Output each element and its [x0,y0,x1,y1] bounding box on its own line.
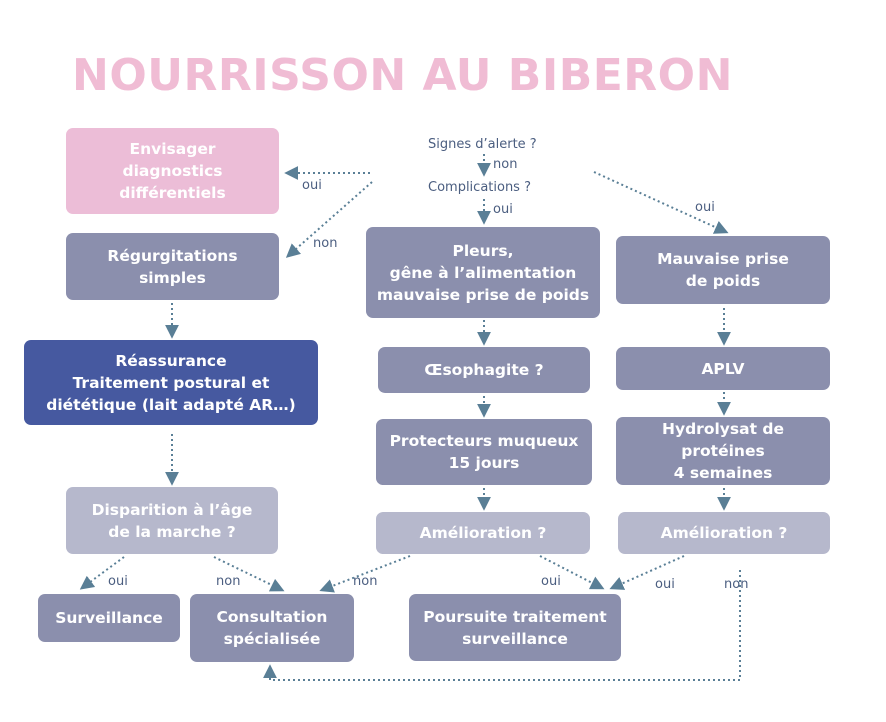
node-protecteurs-muqueux: Protecteurs muqueux 15 jours [376,419,592,485]
label-oui-envisager: oui [302,178,322,193]
node-mauvaise-prise-poids: Mauvaise prise de poids [616,236,830,304]
arrow-amelioration-1-to-consultation [319,555,411,593]
node-pleurs-gene: Pleurs, gêne à l’alimentation mauvaise p… [366,227,600,318]
node-oesophagite: Œsophagite ? [378,347,590,393]
label-non-regurgitations: non [313,236,338,251]
arrow-disparition-to-surveillance [79,556,125,590]
label-non-disparition: non [216,574,241,589]
node-poursuite-traitement: Poursuite traitement surveillance [409,594,621,661]
node-regurgitations-simples: Régurgitations simples [66,233,279,300]
label-oui-surveillance: oui [108,574,128,589]
label-oui-mauvaise-prise: oui [695,200,715,215]
node-reassurance: Réassurance Traitement postural et diété… [24,340,318,425]
label-oui-complications: oui [493,202,513,217]
node-consultation-specialisee: Consultation spécialisée [190,594,354,662]
node-amelioration-1: Amélioration ? [376,512,590,554]
question-complications: Complications ? [428,180,531,195]
arrow-amelioration-2-to-consultation [263,570,741,681]
node-disparition-marche: Disparition à l’âge de la marche ? [66,487,278,554]
node-amelioration-2: Amélioration ? [618,512,830,554]
diagram-title: NOURRISSON AU BIBERON [72,50,733,101]
label-non-amelioration-1: non [353,574,378,589]
node-aplv: APLV [616,347,830,390]
arrow-amelioration-2-to-poursuite [609,555,685,590]
label-non-amelioration-2: non [724,577,749,592]
label-non-signes: non [493,157,518,172]
arrow-to-regurgitations [285,181,373,258]
arrow-amelioration-1-to-poursuite [539,555,605,590]
node-hydrolysat-proteines: Hydrolysat de protéines 4 semaines [616,417,830,485]
label-oui-amelioration-1: oui [541,574,561,589]
node-envisager-diagnostics: Envisager diagnostics différentiels [66,128,279,214]
arrow-to-mauvaise-prise [593,171,729,234]
question-signes-alerte: Signes d’alerte ? [428,137,537,152]
node-surveillance: Surveillance [38,594,180,642]
label-oui-amelioration-2: oui [655,577,675,592]
